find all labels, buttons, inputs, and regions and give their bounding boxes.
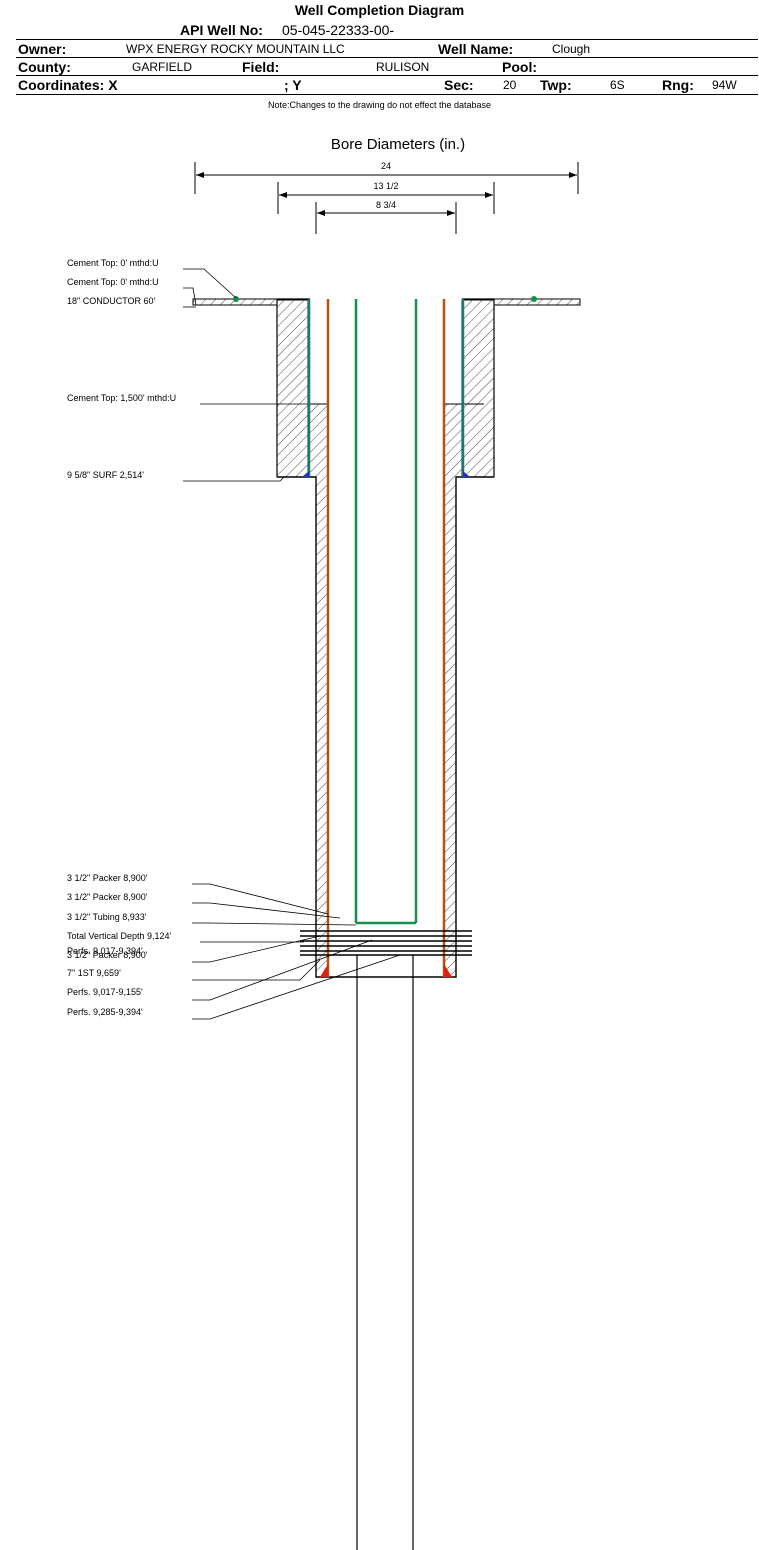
packer-label: 3 1/2" Packer 8,900'	[67, 892, 148, 902]
surface-shoe-left	[302, 471, 309, 477]
rng-value: 94W	[712, 78, 737, 92]
twp-label: Twp:	[540, 77, 572, 93]
header-row-owner: Owner: WPX ENERGY ROCKY MOUNTAIN LLC Wel…	[16, 39, 758, 58]
tubing-label: 3 1/2" Tubing 8,933'	[67, 912, 147, 922]
conductor-label: 18" CONDUCTOR 60'	[67, 296, 156, 306]
well-name-label: Well Name:	[438, 41, 514, 57]
perfs-label: Perfs. 9,285-9,394'	[67, 1007, 143, 1017]
owner-value: WPX ENERGY ROCKY MOUNTAIN LLC	[126, 42, 345, 56]
drawing-note: Note:Changes to the drawing do not effec…	[268, 100, 491, 110]
production-cement	[276, 299, 495, 978]
perfs-label: Perfs. 9,017-9,394'	[67, 946, 143, 956]
surface-shoe-right	[463, 471, 470, 477]
tubing-string	[354, 299, 418, 925]
production-casing-label: 7" 1ST 9,659'	[67, 968, 121, 978]
field-value: RULISON	[376, 60, 430, 74]
well-name-value: Clough	[552, 42, 591, 56]
rng-label: Rng:	[662, 77, 694, 93]
packer-label: 3 1/2" Packer 8,900'	[67, 950, 148, 960]
surface-casing-label: 9 5/8" SURF 2,514'	[67, 470, 144, 480]
header-row-county: County: GARFIELD Field: RULISON Pool:	[16, 57, 758, 76]
bore-dimension-13-1-2: 13 1/2	[277, 181, 495, 214]
surface-cement	[276, 299, 495, 478]
conductor-wings	[192, 296, 581, 306]
header-row-api: API Well No: 05-045-22333-00-	[16, 21, 758, 39]
production-shoe-left	[320, 964, 328, 977]
owner-label: Owner:	[18, 41, 67, 57]
api-value: 05-045-22333-00-	[282, 22, 395, 38]
bore-dimension-24: 24	[194, 161, 579, 194]
bore-dimension-8-3-4: 8 3/4	[315, 200, 457, 234]
sec-value: 20	[503, 78, 517, 92]
total-depth-label: Total Vertical Depth 9,124'	[67, 931, 172, 941]
bore-dim-label: 24	[381, 161, 391, 171]
packer-label: 3 1/2" Packer 8,900'	[67, 873, 148, 883]
cement-top-label: Cement Top: 1,500' mthd:U	[67, 393, 176, 403]
coords-label: Coordinates: X	[18, 77, 118, 93]
county-label: County:	[18, 59, 71, 75]
pool-label: Pool:	[502, 59, 537, 75]
well-header-table: API Well No: 05-045-22333-00- Owner: WPX…	[16, 21, 758, 95]
field-label: Field:	[242, 59, 280, 75]
lower-leader-lines	[192, 883, 401, 1020]
page-title: Well Completion Diagram	[294, 2, 465, 18]
twp-value: 6S	[610, 78, 625, 92]
perforation-lines	[300, 930, 472, 956]
cement-top-label: Cement Top: 0' mthd:U	[67, 277, 159, 287]
api-label: API Well No:	[180, 22, 263, 38]
bore-diameters-title: Bore Diameters (in.)	[331, 136, 465, 153]
bore-dim-label: 13 1/2	[373, 181, 398, 191]
upper-leader-lines	[183, 268, 308, 482]
cement-top-label: Cement Top: 0' mthd:U	[67, 258, 159, 268]
coords-y-label: ; Y	[284, 77, 302, 93]
county-value: GARFIELD	[132, 60, 193, 74]
production-shoe-right	[444, 964, 452, 977]
sec-label: Sec:	[444, 77, 474, 93]
perfs-label: Perfs. 9,017-9,155'	[67, 987, 143, 997]
header-row-coords: Coordinates: X ; Y Sec: 20 Twp: 6S Rng: …	[16, 75, 758, 95]
bore-dim-label: 8 3/4	[376, 200, 396, 210]
